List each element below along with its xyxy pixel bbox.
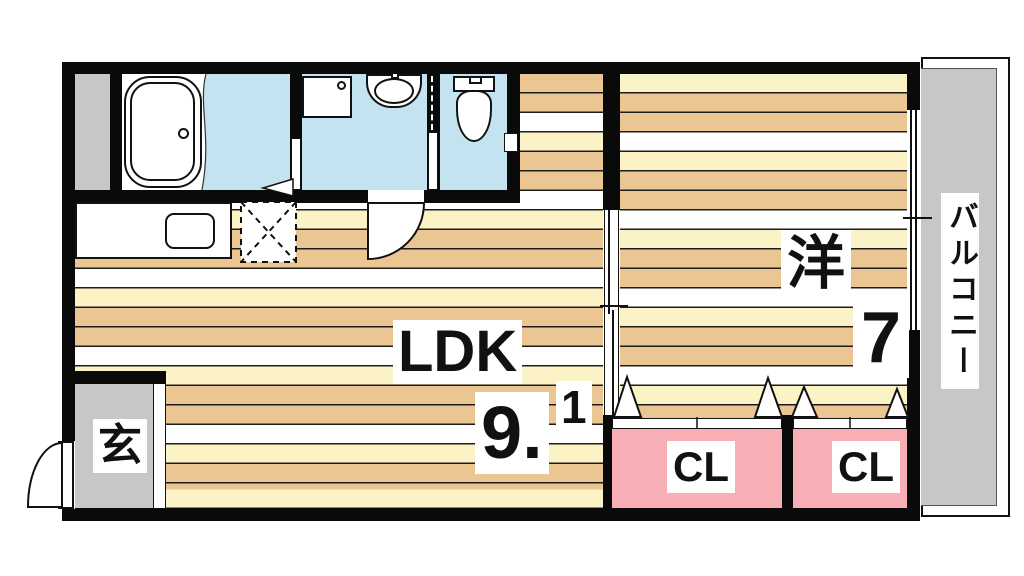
- kitchen-counter: [75, 202, 232, 259]
- closet-left-label: CL: [667, 441, 735, 493]
- toilet-paper-holder: [504, 133, 518, 152]
- balcony-window: [907, 110, 920, 330]
- kitchen-sink: [165, 213, 215, 249]
- washroom: [302, 70, 427, 190]
- toilet-door-track: [431, 76, 433, 130]
- outer-wall-bottom: [62, 508, 920, 521]
- bathroom: [122, 74, 290, 190]
- toilet-sliding-door: [428, 132, 438, 190]
- pipe-space: [75, 74, 110, 190]
- closet-right-label: CL: [832, 441, 900, 493]
- balcony-label: バルコニー: [941, 193, 979, 389]
- ldk-label: LDK: [393, 320, 523, 384]
- outer-wall-left: [62, 62, 75, 521]
- entrance-door-leaf: [58, 441, 74, 509]
- entrance-label: 玄: [93, 419, 147, 473]
- bathroom-door: [291, 138, 301, 190]
- vanity-sink: [366, 70, 422, 108]
- sliding-door-panel-line-2: [612, 310, 614, 415]
- outer-wall-top: [62, 62, 920, 74]
- toilet-room: [440, 74, 507, 190]
- bathtub-drain: [178, 128, 189, 139]
- ldk-size-sup-label: 1: [556, 381, 592, 433]
- western-room-label: 洋: [781, 230, 852, 298]
- washroom-doorway: [368, 190, 424, 203]
- washing-machine-faucet: [337, 81, 346, 90]
- genkan-step: [153, 384, 166, 509]
- washing-machine: [302, 76, 352, 118]
- window-line-1: [910, 110, 912, 330]
- bathtub: [124, 76, 202, 188]
- partition-wall-upper: [603, 74, 620, 210]
- ldk-size-label: 9.: [475, 392, 549, 474]
- entrance-door-arc: [26, 441, 63, 508]
- partition-sliding-door: [604, 210, 619, 415]
- closet-right-door: [793, 418, 907, 429]
- window-line-2: [915, 110, 917, 330]
- sliding-door-panel-line-1: [608, 210, 610, 314]
- bathroom-wet-area: [201, 74, 290, 190]
- toilet-bowl: [456, 90, 492, 142]
- toilet-flush-button: [469, 76, 482, 84]
- western-room-size-label: 7: [853, 298, 910, 378]
- closet-left-door: [612, 418, 782, 429]
- sink-basin: [374, 78, 414, 104]
- genkan-top-wall: [75, 371, 166, 384]
- closet-divider-wall: [782, 415, 793, 508]
- bathtub-inner: [130, 82, 195, 181]
- wall-pipe-bath: [110, 74, 122, 190]
- wall-toilet-ldk: [507, 74, 520, 190]
